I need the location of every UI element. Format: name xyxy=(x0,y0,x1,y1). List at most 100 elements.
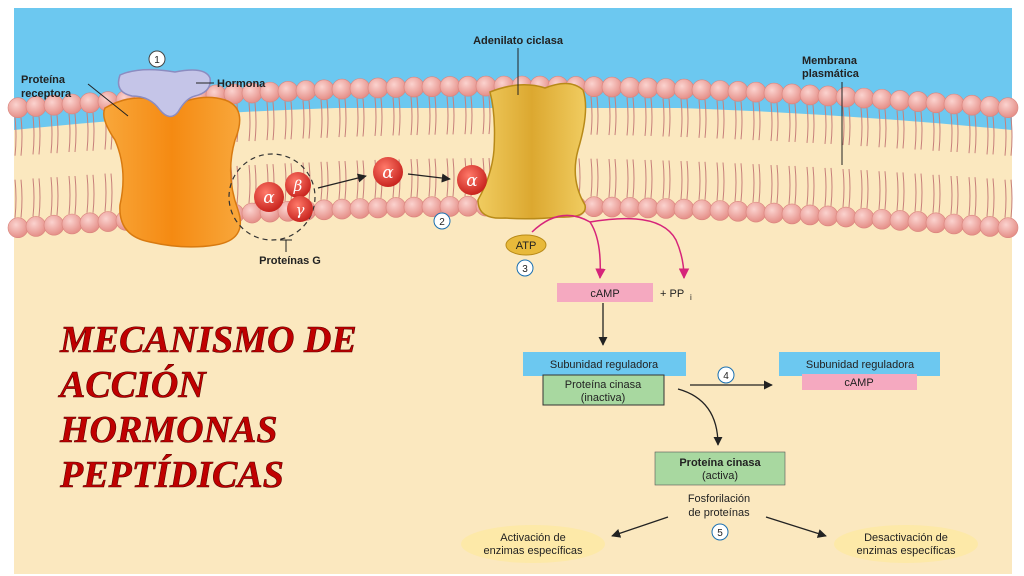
lipid-tail xyxy=(848,168,851,208)
lipid-head xyxy=(457,195,479,217)
lipid-tail xyxy=(452,96,455,135)
lipid-tail xyxy=(338,99,341,138)
lipid-head xyxy=(925,92,947,114)
step-5-marker: 5 xyxy=(711,523,729,541)
lipid-head xyxy=(403,76,425,98)
lipid-tail xyxy=(806,104,809,143)
step-3-marker: 3 xyxy=(516,259,534,277)
lipid-tail xyxy=(668,160,671,199)
lipid-tail xyxy=(704,161,707,200)
lipid-tail xyxy=(266,102,269,141)
title-line-2: ACCIÓN xyxy=(58,364,207,406)
label-activacion-1: Activación de xyxy=(500,532,565,544)
lipid-tail xyxy=(812,166,815,205)
lipid-tail xyxy=(914,173,917,212)
lipid-tail xyxy=(1004,117,1007,156)
lipid-tail xyxy=(716,162,719,201)
lipid-tail xyxy=(830,167,833,207)
lipid-tail xyxy=(686,161,689,200)
lipid-tail xyxy=(74,175,77,215)
label-adenilato-ciclasa: Adenilato ciclasa xyxy=(473,35,564,47)
lipid-tail xyxy=(428,158,431,197)
lipid-tail xyxy=(974,177,977,216)
lipid-tail xyxy=(968,115,971,154)
lipid-tail xyxy=(272,102,275,141)
lipid-head xyxy=(871,88,893,110)
lipid-head xyxy=(727,200,749,222)
lipid-tail xyxy=(788,165,791,205)
lipid-tail xyxy=(842,106,845,146)
lipid-tail xyxy=(104,173,107,212)
lipid-head xyxy=(943,93,965,115)
lipid-tail xyxy=(860,170,863,209)
lipid-tail xyxy=(860,108,863,147)
lipid-tail xyxy=(698,99,701,138)
lipid-tail xyxy=(902,110,905,149)
lipid-tail xyxy=(590,158,593,197)
lipid-head xyxy=(79,212,101,234)
label-receptora: receptora xyxy=(21,88,72,100)
lipid-tail xyxy=(842,168,845,208)
atp-oval xyxy=(505,234,547,256)
lipid-head xyxy=(385,77,407,98)
lipid-tail xyxy=(20,179,23,218)
lipid-tail xyxy=(776,164,779,204)
lipid-tail xyxy=(698,161,701,200)
alpha-symbol: α xyxy=(263,188,275,208)
label-cinasa-inactiva-2: (inactiva) xyxy=(581,392,626,404)
lipid-head xyxy=(691,79,713,101)
lipid-tail xyxy=(896,172,899,211)
lipid-head xyxy=(637,77,659,99)
label-atp: ATP xyxy=(516,240,537,252)
receptor-protein xyxy=(103,96,242,248)
lipid-head xyxy=(601,196,623,218)
label-cinasa-activa-2: (activa) xyxy=(702,470,738,482)
lipid-head xyxy=(709,80,731,101)
lipid-tail xyxy=(608,97,611,136)
label-membrana: Membrana xyxy=(802,55,858,67)
lipid-head xyxy=(601,76,623,98)
lipid-head xyxy=(655,198,677,219)
active-kinase-box xyxy=(654,451,786,486)
lipid-tail xyxy=(680,161,683,200)
adenylate-cyclase-shape xyxy=(477,82,587,220)
lipid-head xyxy=(889,210,911,231)
lipid-tail xyxy=(398,97,401,136)
lipid-head xyxy=(763,82,785,104)
title-line-4: PEPTÍDICAS xyxy=(59,454,284,496)
g-alpha-moving xyxy=(373,157,403,187)
lipid-tail xyxy=(632,97,635,136)
lipid-head xyxy=(673,78,695,100)
lipid-head xyxy=(997,217,1019,239)
lipid-head xyxy=(979,216,1001,237)
lipid-tail xyxy=(374,97,377,137)
lipid-tail xyxy=(92,174,95,213)
lipid-head xyxy=(835,206,857,228)
lipid-tail xyxy=(992,178,995,217)
lipid-tail xyxy=(482,96,485,135)
lipid-tail xyxy=(830,105,833,145)
lipid-tail xyxy=(878,171,881,210)
title-line-3: HORMONAS xyxy=(59,409,278,451)
lipid-tail xyxy=(956,113,959,153)
g-alpha-subunit xyxy=(254,182,284,212)
lipid-tail xyxy=(14,179,17,218)
lipid-tail xyxy=(50,177,53,216)
lipid-tail xyxy=(614,159,617,198)
lipid-head xyxy=(385,197,407,218)
label-ppi-sub: i xyxy=(690,293,692,302)
lipid-tail xyxy=(614,97,617,136)
lipid-tail xyxy=(68,113,71,153)
lipid-head xyxy=(655,78,677,99)
lipid-head xyxy=(961,94,983,116)
label-subunidad-reguladora-2: Subunidad reguladora xyxy=(806,359,915,371)
lipid-tail xyxy=(722,100,725,139)
lipid-tail xyxy=(968,177,971,216)
lipid-head xyxy=(7,217,29,239)
lipid-head xyxy=(817,85,839,107)
lipid-tail xyxy=(20,117,23,156)
lipid-tail xyxy=(776,102,779,142)
lipid-head xyxy=(7,97,29,119)
lipid-tail xyxy=(734,163,737,202)
lipid-head xyxy=(277,80,299,102)
